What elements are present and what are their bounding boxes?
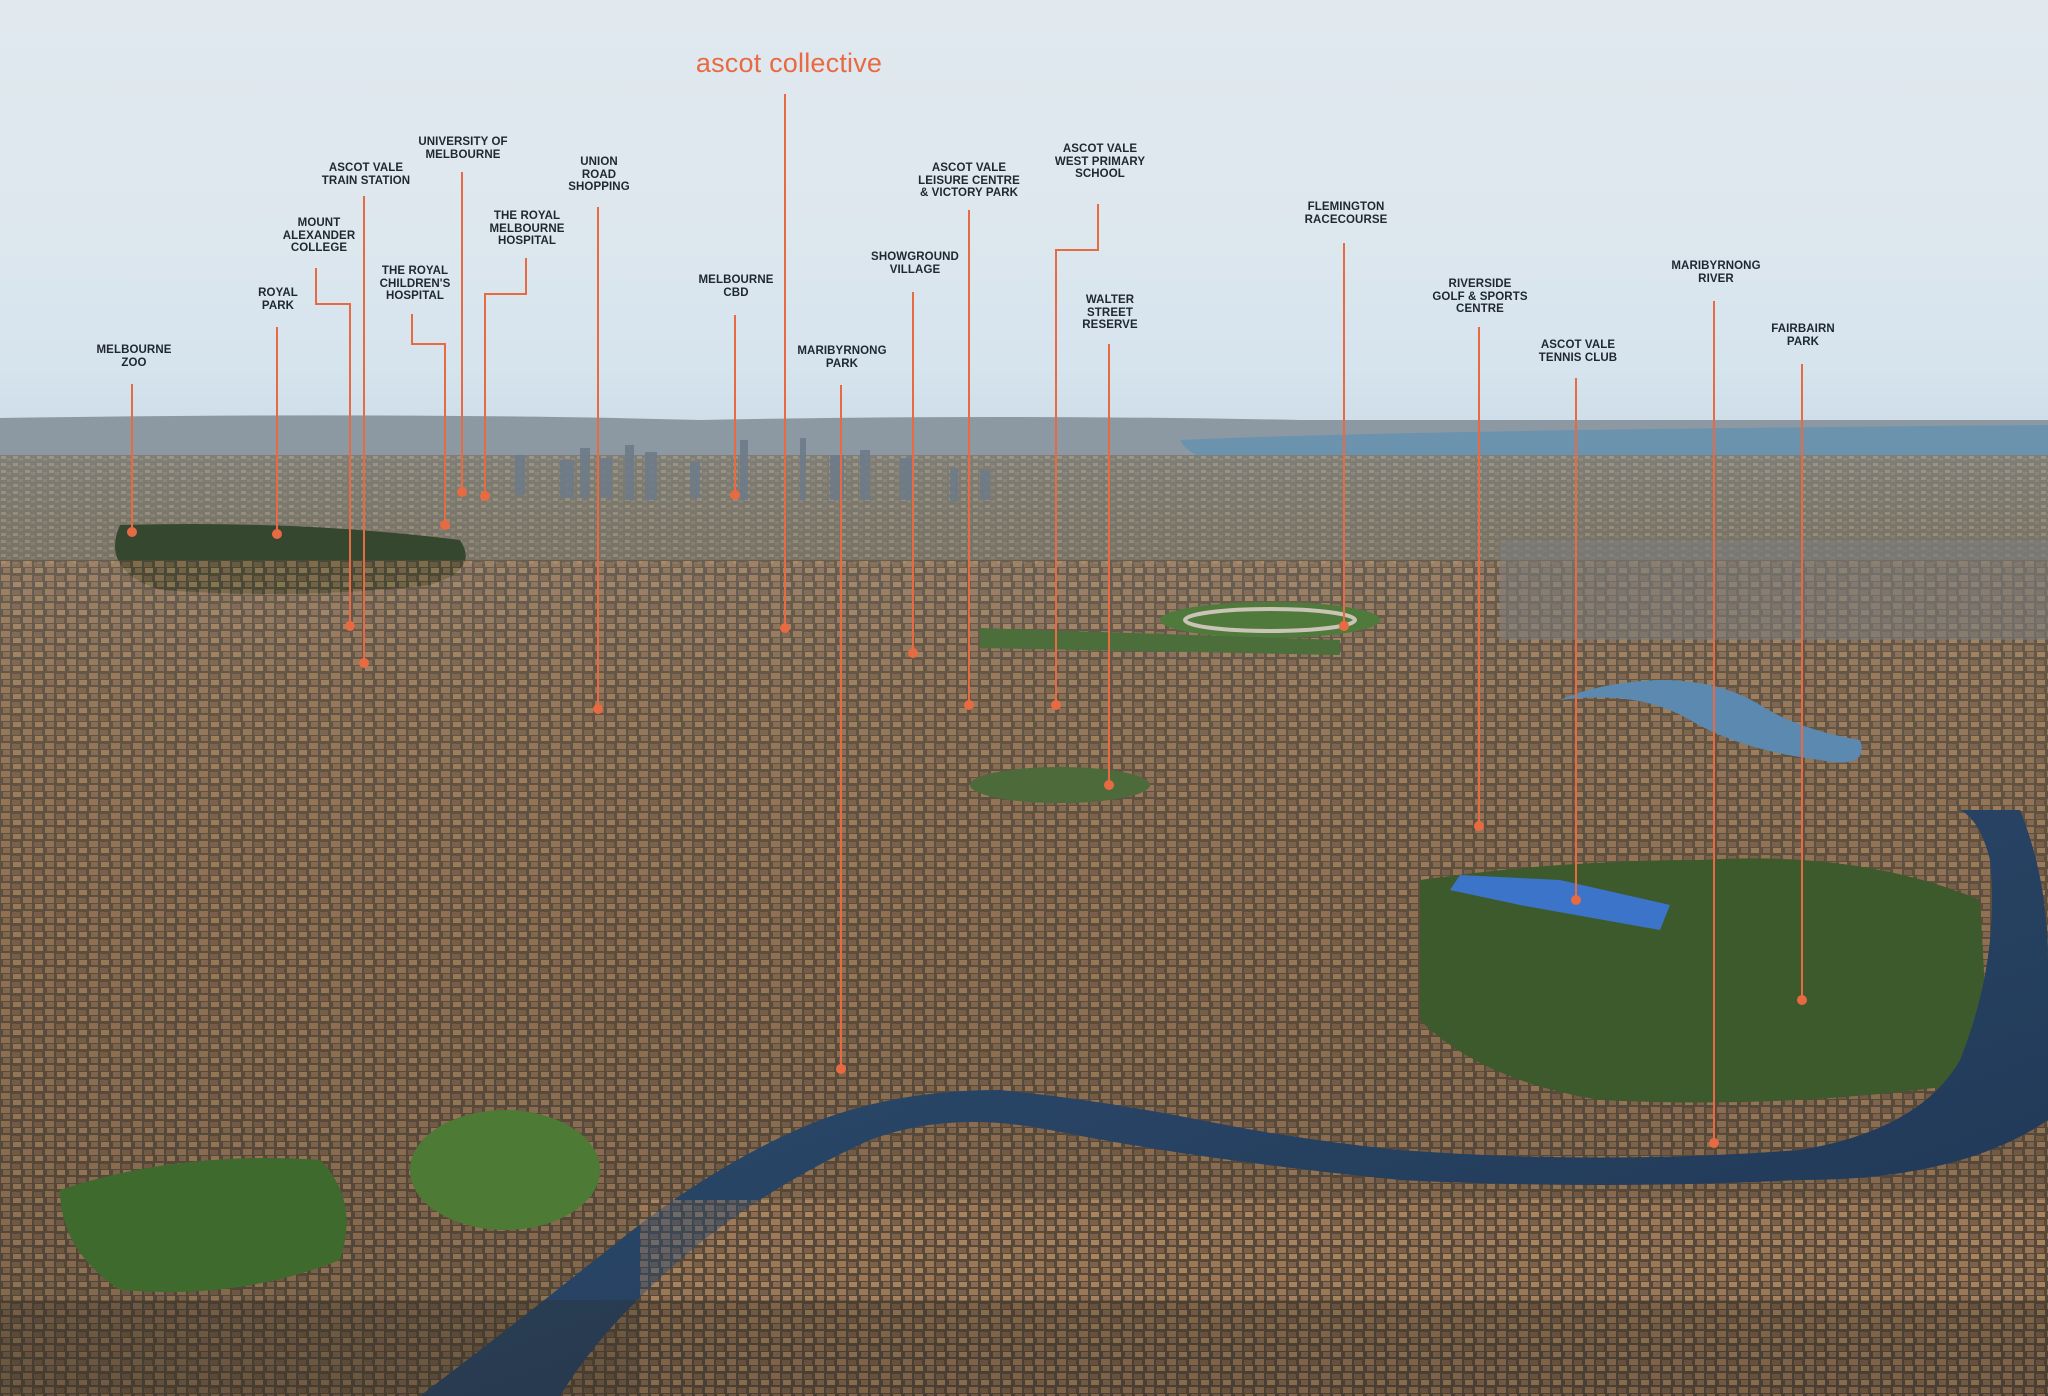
poi-label-line: PARK [1786,335,1820,348]
poi-label-line: ASCOT VALE [1540,339,1616,351]
poi-label-line: MELBOURNE [425,148,501,161]
poi-label-line: ROAD [581,168,617,181]
mount-alexander-college-marker-dot[interactable] [345,621,355,631]
poi-label-line: MARIBYRNONG [1671,260,1761,272]
poi-label-line: RIVERSIDE [1448,278,1512,290]
poi-label-line: WEST PRIMARY [1054,155,1146,168]
poi-label-line: MELBOURNE [96,344,172,356]
poi-label-line: RIVER [1698,272,1734,285]
poi-label-line: ALEXANDER [282,229,356,242]
royal-melbourne-hospital-marker-dot[interactable] [480,491,490,501]
poi-label-line: ROYAL [258,287,298,299]
maribyrnong-park-marker-dot[interactable] [836,1064,846,1074]
poi-label-line: LEISURE CENTRE [918,174,1020,187]
poi-label-line: RACECOURSE [1304,213,1388,226]
union-road-shopping-marker-dot[interactable] [593,704,603,714]
poi-label-line: ASCOT VALE [328,162,404,174]
poi-label-line: FLEMINGTON [1307,201,1385,213]
aerial-photo-illustration [0,415,2048,1396]
ascot-vale-west-primary-marker-dot[interactable] [1051,700,1061,710]
ascot-collective-marker-dot[interactable] [780,623,790,633]
poi-label-line: CENTRE [1456,303,1504,316]
sky-background [0,0,2048,430]
poi-label-line: MOUNT [297,217,341,229]
poi-label-line: SHOWGROUND [871,251,959,263]
poi-label-line: ASCOT VALE [1062,143,1138,155]
poi-label-line: COLLEGE [290,242,348,255]
fairbairn-park-marker-dot[interactable] [1797,995,1807,1005]
poi-label-line: PARK [261,299,295,312]
poi-label-line: SCHOOL [1075,168,1125,181]
poi-label-line: VILLAGE [889,263,941,276]
poi-label-line: TRAIN STATION [321,174,411,187]
poi-label-line: HOSPITAL [497,235,557,248]
poi-label-line: STREET [1087,306,1133,319]
melbourne-cbd-marker-dot[interactable] [730,490,740,500]
poi-label-line: WALTER [1085,294,1135,306]
poi-label-line: PARK [825,357,859,370]
university-of-melbourne-marker-dot[interactable] [457,487,467,497]
showground-village-marker-dot[interactable] [908,648,918,658]
poi-label-line: HOSPITAL [385,290,445,303]
poi-label-line: RESERVE [1082,319,1138,332]
melbourne-zoo-marker-dot[interactable] [127,527,137,537]
brand-label-ascot-collective[interactable]: ascot collective [695,48,883,78]
royal-childrens-hospital-marker-dot[interactable] [440,520,450,530]
poi-label-line: GOLF & SPORTS [1432,290,1528,303]
maribyrnong-river-marker-dot[interactable] [1709,1138,1719,1148]
poi-label-line: CBD [723,286,749,299]
aerial-photo [0,410,2048,1396]
royal-park-marker-dot[interactable] [272,529,282,539]
poi-label-line: MELBOURNE [698,274,774,286]
riverside-golf-sports-marker-dot[interactable] [1474,821,1484,831]
poi-label-line: THE ROYAL [493,210,561,222]
poi-label-line: ASCOT VALE [931,162,1007,174]
poi-label-line: & VICTORY PARK [919,187,1019,200]
poi-label-line: MARIBYRNONG [797,345,887,357]
walter-street-reserve-marker-dot[interactable] [1104,780,1114,790]
poi-label-line: MELBOURNE [489,222,565,235]
poi-label-line: ZOO [121,356,147,369]
poi-label-line: SHOPPING [568,181,630,194]
poi-label-line: UNIVERSITY OF [418,136,508,148]
flemington-racecourse-marker-dot[interactable] [1339,621,1349,631]
ascot-vale-tennis-club-marker-dot[interactable] [1571,895,1581,905]
poi-label-line: CHILDREN'S [379,277,451,290]
ascot-vale-train-station-marker-dot[interactable] [359,658,369,668]
poi-label-line: UNION [580,156,618,168]
poi-label-line: THE ROYAL [381,265,449,277]
ascot-vale-leisure-centre-marker-dot[interactable] [964,700,974,710]
poi-label-line: TENNIS CLUB [1538,351,1618,364]
poi-label-line: FAIRBAIRN [1771,323,1835,335]
